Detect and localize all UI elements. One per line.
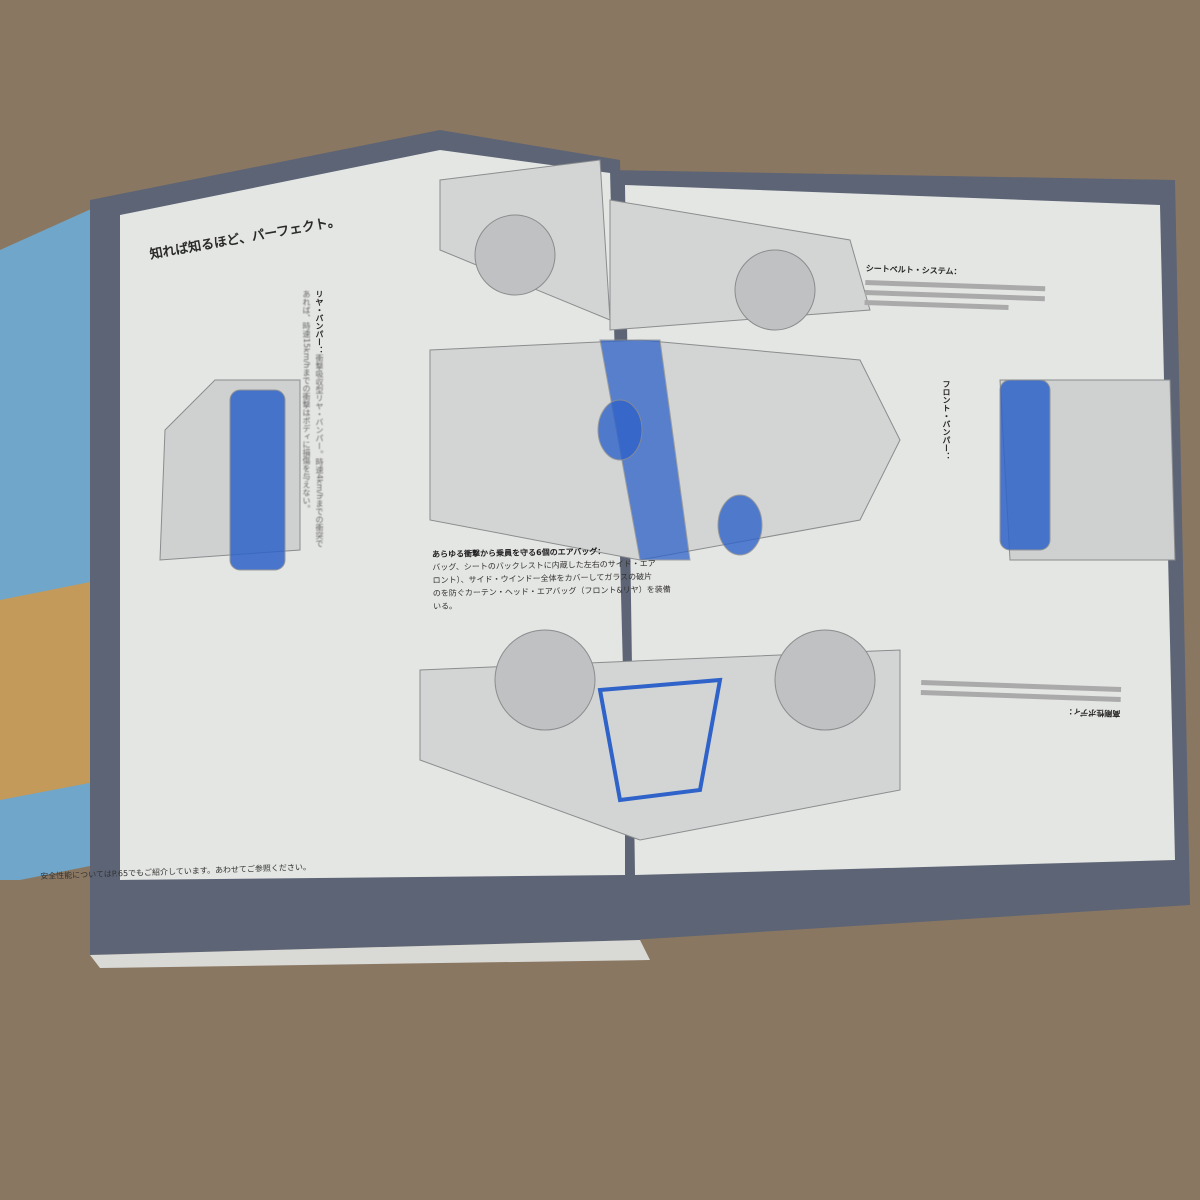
car-rear-view	[159, 379, 301, 571]
car-front-view	[999, 379, 1176, 561]
body-text: 高剛性ボディ：	[920, 675, 1122, 720]
car-top-view	[429, 339, 901, 561]
car-side-view-top	[439, 159, 871, 331]
page-stack-edge	[90, 940, 650, 968]
front-bumper-label: フロント・バンパー：	[942, 380, 951, 460]
rear-bumper-text: リヤ・バンパー：衝撃吸収型リヤ・バンパー。時速4km/hまでの衝突であれば、時速…	[300, 290, 326, 550]
airbag-text: あらゆる衝撃から乗員を守る6個のエアバッグ： バッグ、シートのバックレストに内蔵…	[432, 543, 713, 613]
rear-bumper-body: 衝撃吸収型リヤ・バンパー。時速4km/hまでの衝突であれば、時速15km/hまで…	[302, 290, 324, 548]
underlying-magazine-strip	[0, 580, 105, 800]
car-underside-view	[419, 629, 901, 841]
body-label: 高剛性ボディ：	[1064, 707, 1121, 719]
seatbelt-text: シートベルト・システム：	[864, 262, 1046, 316]
rear-bumper-label: リヤ・バンパー：	[315, 290, 324, 354]
front-bumper-text: フロント・バンパー：	[940, 380, 953, 570]
seatbelt-label: シートベルト・システム：	[865, 263, 962, 277]
